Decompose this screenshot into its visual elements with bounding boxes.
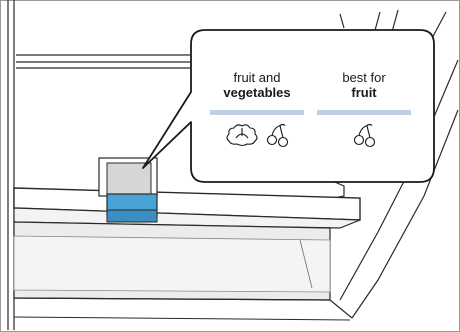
callout-bubble — [142, 29, 435, 183]
option-1-divider — [210, 110, 304, 115]
humidity-slider — [98, 157, 158, 223]
option-2-line2: fruit — [351, 85, 377, 100]
slider-knob-base — [106, 209, 158, 223]
crisper-drawer — [13, 187, 361, 321]
cherries-icon — [266, 123, 289, 148]
slider-track — [106, 162, 152, 197]
option-best-for-fruit-label: best for fruit — [316, 70, 412, 100]
cherries-icon — [353, 123, 376, 148]
option-2-line1: best for — [342, 70, 386, 85]
option-1-line2: vegetables — [223, 85, 291, 100]
option-1-line1: fruit and — [233, 70, 281, 85]
option-2-divider — [317, 110, 411, 115]
option-fruit-and-vegetables-label: fruit and vegetables — [209, 70, 305, 100]
lettuce-icon — [226, 124, 258, 147]
